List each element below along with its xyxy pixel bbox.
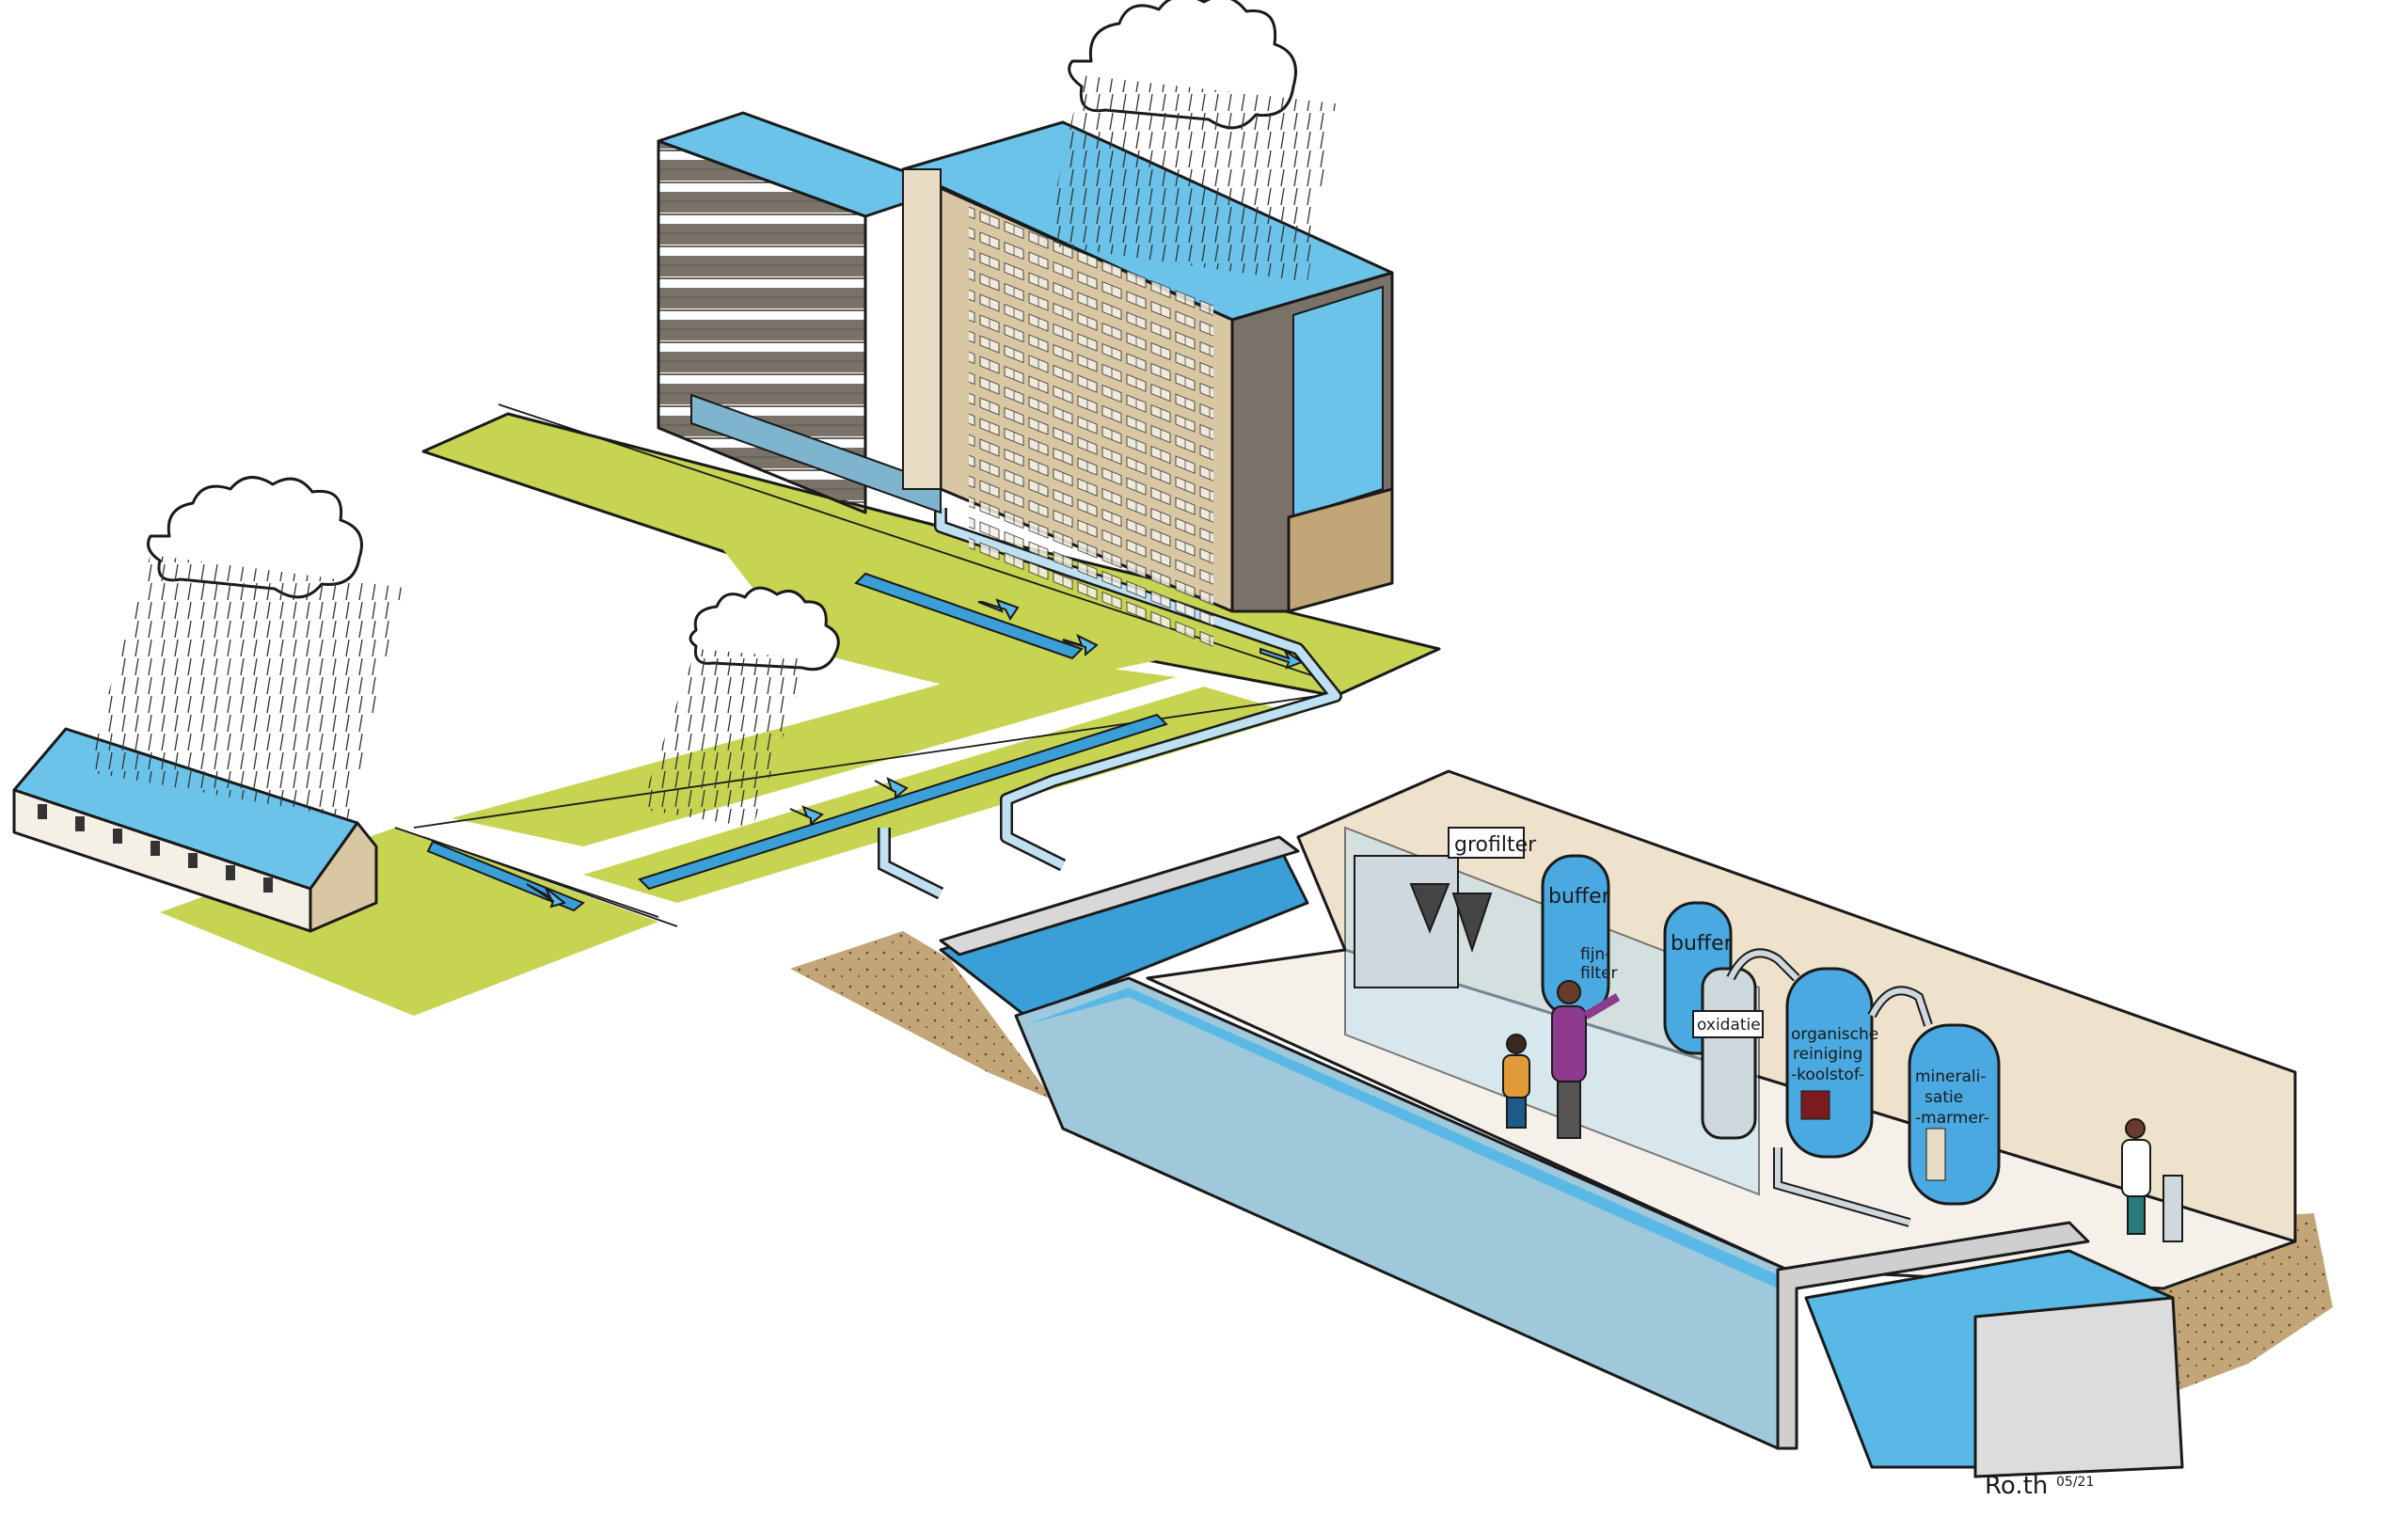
lab-technician <box>2121 1118 2183 1242</box>
organic-filter-tank: organische reiniging -koolstof- <box>1785 967 1878 1159</box>
grass-plot-middle <box>452 658 1176 846</box>
water-channels <box>426 572 1305 912</box>
farmhouse-gable <box>309 821 378 933</box>
label-organische-1: organische <box>1791 1025 1878 1044</box>
ditch-middle <box>638 713 1168 891</box>
flow-arrows <box>526 598 1305 909</box>
stairwell <box>902 168 942 490</box>
signature-date: 05/21 <box>2056 1475 2094 1490</box>
label-fijnfilter-2: filter <box>1580 964 1618 983</box>
grofilter-unit: grofilter <box>1354 827 1537 988</box>
cloud-field <box>640 586 840 828</box>
clean-tank-wall <box>1973 1296 2184 1478</box>
label-buffer-2: buffer <box>1671 932 1734 956</box>
adult-visitor <box>1551 980 1621 1139</box>
rain-farm <box>85 555 404 818</box>
mineral-filter-tank: minerali- satie -marmer- <box>1908 1023 2001 1206</box>
cloud-farm <box>85 476 404 818</box>
label-organische-2: reiniging <box>1793 1045 1862 1064</box>
label-mineral-2: satie <box>1925 1088 1963 1107</box>
storage-tank-surface <box>1025 988 1787 1288</box>
child-visitor <box>1502 1034 1530 1129</box>
label-mineral-3: -marmer- <box>1915 1109 1989 1128</box>
farmhouse-windows <box>38 804 273 893</box>
label-oxidatie: oxidatie <box>1697 1016 1761 1035</box>
cloud-building <box>1044 0 1336 282</box>
office-right-end-glass <box>1292 285 1384 519</box>
office-left-base <box>690 393 942 514</box>
signature-name: Ro.th <box>1985 1472 2048 1500</box>
label-buffer-1: buffer <box>1548 885 1611 909</box>
label-fijnfilter-1: fijn- <box>1580 945 1610 964</box>
ditch-upper <box>854 572 1084 660</box>
artist-signature: Ro.th 05/21 <box>1985 1472 2094 1500</box>
label-mineral-1: minerali- <box>1915 1067 1987 1086</box>
soil-left-dots <box>790 931 1054 1100</box>
rain-field <box>640 649 809 828</box>
office-right-windows <box>969 198 1213 656</box>
label-grofilter: grofilter <box>1454 833 1537 857</box>
partition-wall <box>1776 1221 2090 1450</box>
oxidatie-column: oxidatie <box>1692 967 1764 1140</box>
people <box>1502 980 2183 1242</box>
inlet-basin-rim <box>939 835 1300 956</box>
label-organische-3: -koolstof- <box>1791 1066 1864 1084</box>
rain-building <box>1044 75 1336 282</box>
clouds-and-rain <box>85 0 1336 828</box>
office-right-end-base <box>1287 487 1394 613</box>
